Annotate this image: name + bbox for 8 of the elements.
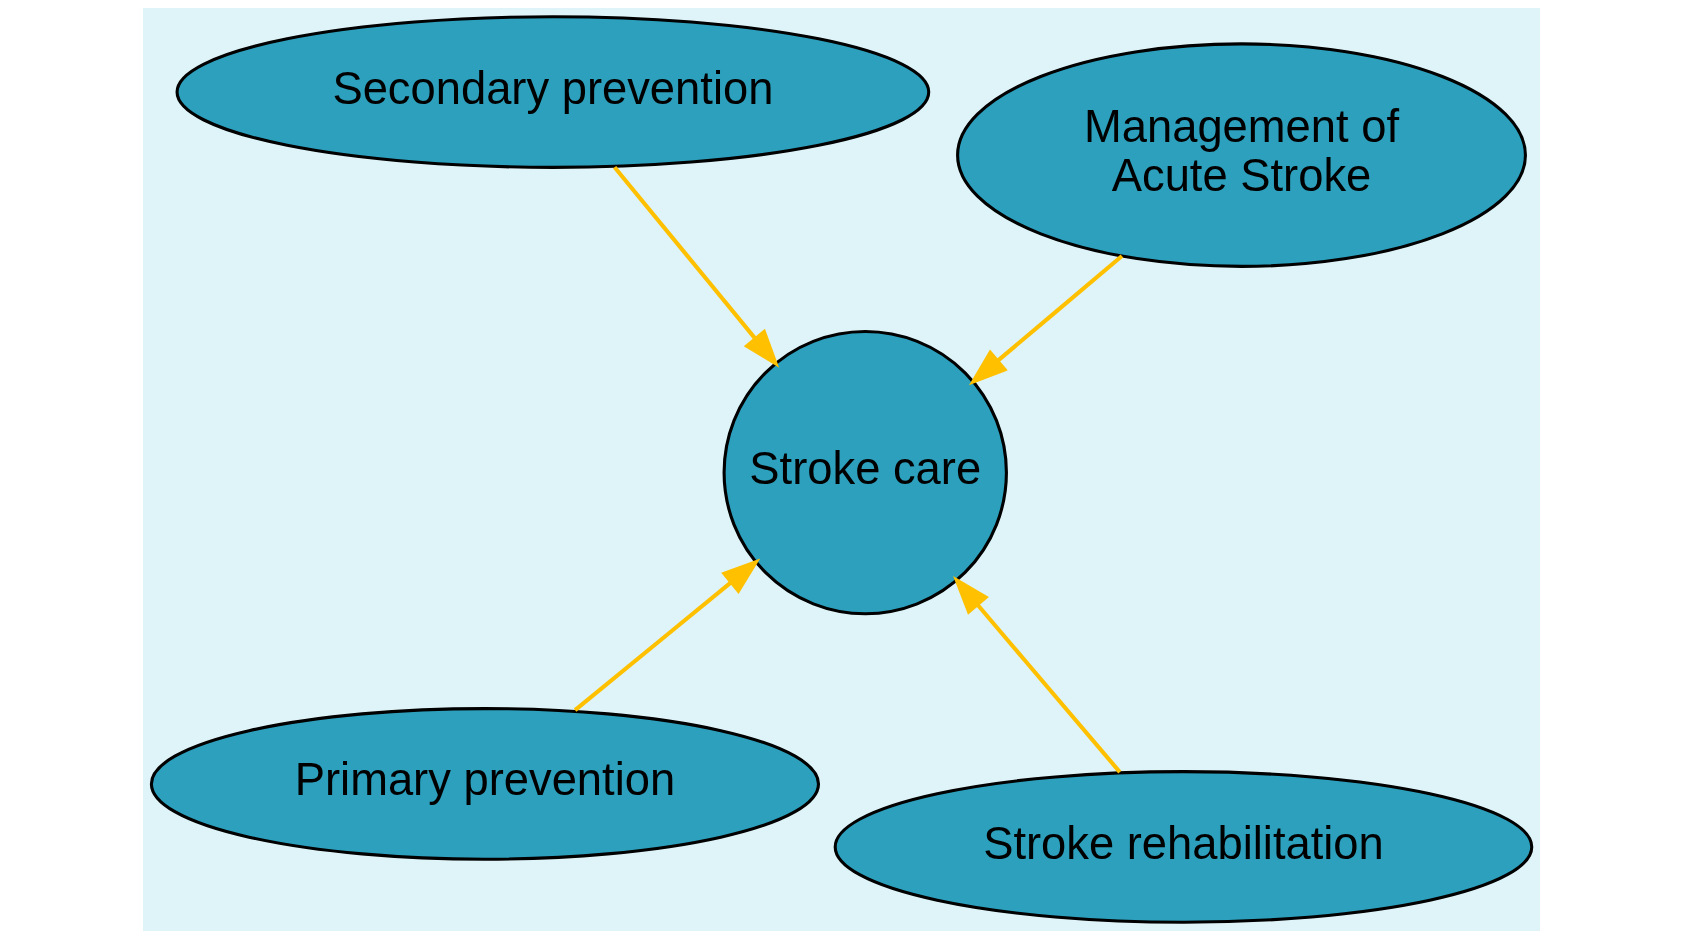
arrow	[952, 575, 1121, 774]
arrow	[612, 165, 779, 368]
node-ellipse: Primary prevention	[149, 707, 820, 861]
node-ellipse: Management of Acute Stroke	[955, 42, 1527, 268]
arrow	[968, 254, 1123, 386]
arrow	[573, 558, 760, 712]
node-ellipse: Secondary prevention	[175, 15, 930, 169]
node-ellipse: Stroke rehabilitation	[833, 770, 1533, 924]
